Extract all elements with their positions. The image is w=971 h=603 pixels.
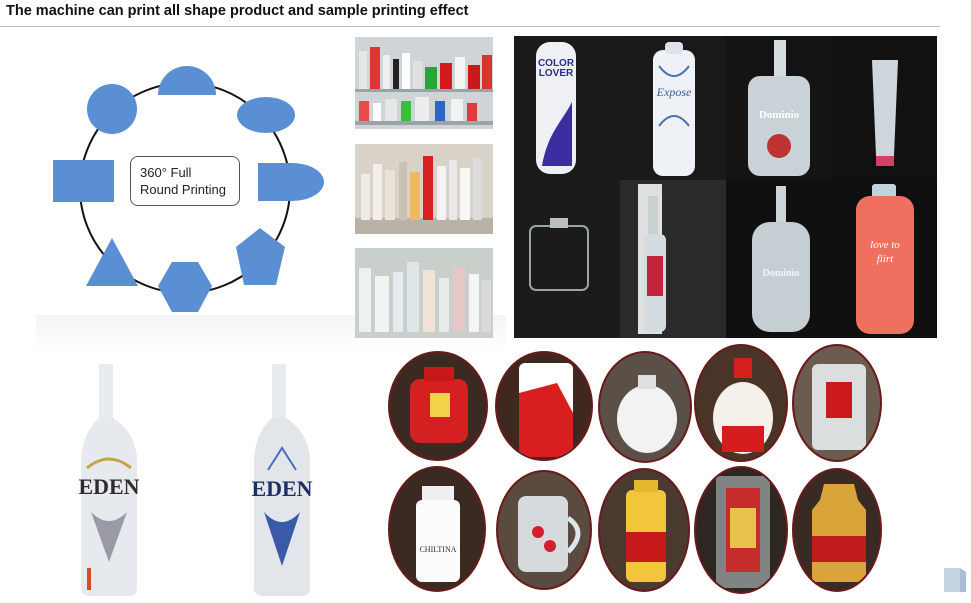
triangle-shape [86,238,138,286]
round-bottle [752,222,810,332]
hexagon-shape [158,262,212,312]
sample-oval-6: CHILTINA [388,466,486,592]
eden-bottle-2: EDEN [251,364,313,596]
center-label: 360° Full Round Printing [130,156,240,206]
color-lover-text-1: COLOR [538,58,575,69]
perfume-bottle [872,60,898,166]
shelf-photo-3 [355,248,493,338]
rectangle-shape [53,160,114,202]
sample-oval-3 [598,351,692,463]
sample-oval-10 [792,468,882,592]
shelf-photo-2 [355,144,493,234]
eden-text-2: EDEN [251,476,312,501]
d-shape [258,163,324,201]
expose-bottle [653,50,695,176]
page-title: The machine can print all shape product … [6,3,469,19]
sample-oval-8 [598,468,690,592]
slide-nav-icon[interactable] [944,568,966,592]
sample-oval-9 [694,466,788,594]
expose-text: Expose [656,85,692,99]
center-label-line1: 360° Full [140,165,192,180]
color-lover-text-2: LOVER [539,68,574,79]
sample-oval-2 [495,351,593,461]
center-label-line2: Round Printing [140,182,226,197]
flirt-text-2: flirt [877,253,894,265]
love-to-flirt-bottle [856,196,914,334]
svg-text:Dominio: Dominio [763,268,800,279]
shelf-photo-1 [355,37,493,129]
ellipse-shape [237,97,295,133]
circle-shape [87,84,137,134]
bottle-photo-grid: COLOR LOVER Expose Dominio Dominio lov [514,36,937,338]
pentagon-shape [236,228,285,285]
sample-oval-5 [792,344,882,462]
shape-diagram [53,66,324,312]
sample-oval-7 [496,470,592,590]
sample-oval-4 [694,344,788,462]
eden-bottle-1: EDEN [78,364,140,596]
title-divider [0,26,940,27]
sample-oval-1 [388,351,488,461]
dominio-text: Dominio [759,109,800,121]
eden-text-1: EDEN [78,474,139,499]
chiltina-text: CHILTINA [419,545,456,554]
dominio-bottle [748,76,810,176]
half-circle-shape [158,66,216,95]
flirt-text-1: love to [870,239,900,251]
